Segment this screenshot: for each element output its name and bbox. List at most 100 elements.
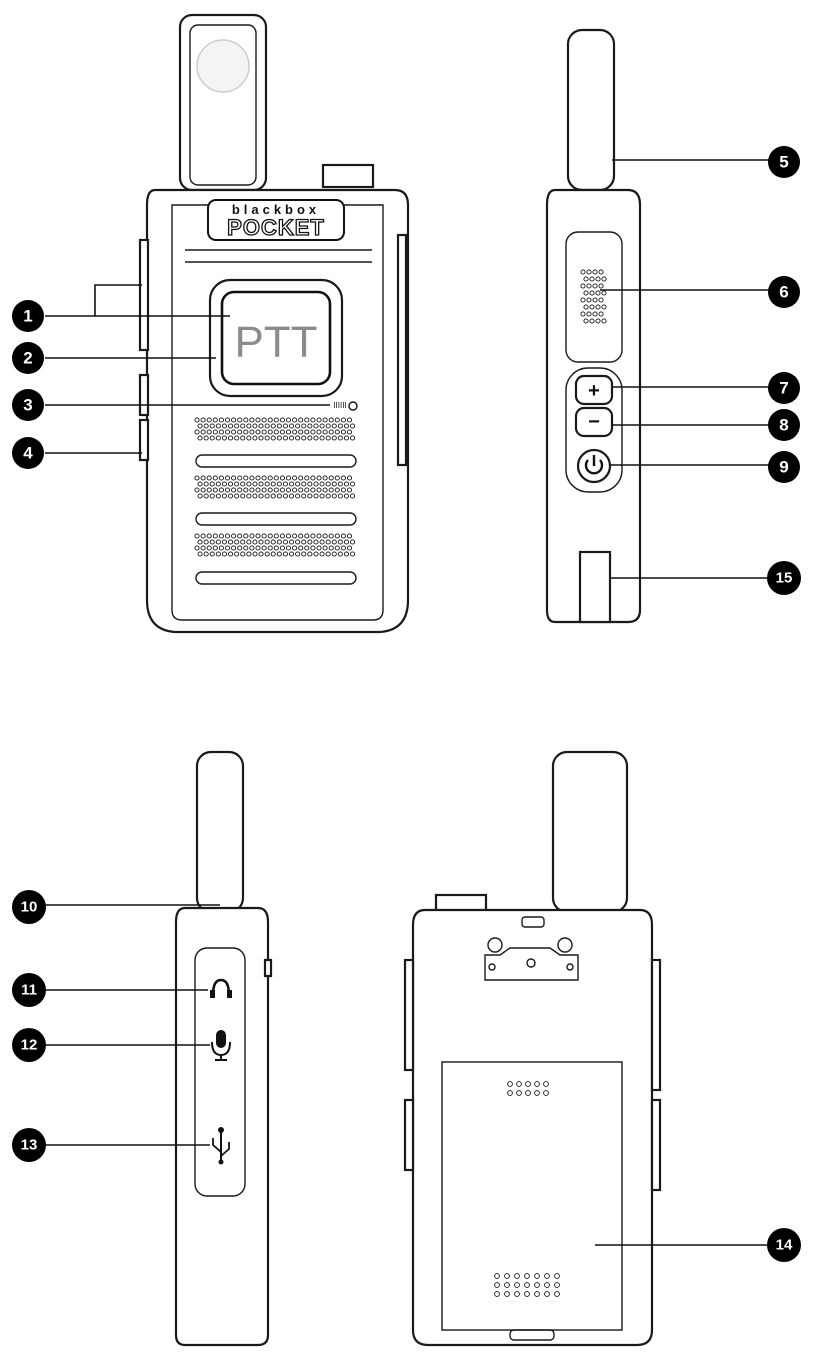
grille-hole <box>494 1282 500 1288</box>
grille-hole <box>340 429 346 435</box>
grille-hole <box>319 481 325 487</box>
grille-hole <box>221 539 227 545</box>
grille-hole <box>246 481 252 487</box>
grille-hole <box>524 1291 530 1297</box>
grille-hole <box>304 487 310 493</box>
volume-up-button[interactable] <box>574 374 614 406</box>
grille-hole <box>203 423 209 429</box>
grille-hole <box>273 475 279 481</box>
grille-hole <box>197 435 203 441</box>
grille-hole <box>586 269 592 275</box>
ptt-button[interactable] <box>220 290 332 386</box>
grille-hole <box>340 533 346 539</box>
grille-hole <box>197 481 203 487</box>
grille-hole <box>255 429 261 435</box>
grille-hole <box>270 493 276 499</box>
grille-hole <box>298 545 304 551</box>
grille-hole <box>349 481 356 487</box>
grille-hole <box>334 545 340 551</box>
grille-hole <box>325 481 331 487</box>
grille-hole <box>252 435 258 441</box>
grille-hole <box>504 1273 510 1279</box>
grille-hole <box>224 417 231 423</box>
grille-hole <box>304 475 310 481</box>
callout-9: 9 <box>768 451 800 483</box>
grille-hole <box>534 1081 540 1087</box>
grille-hole <box>194 487 200 493</box>
grille-hole <box>589 276 595 282</box>
grille-hole <box>494 1291 500 1297</box>
grille-hole <box>334 417 340 423</box>
grille-hole <box>218 533 224 539</box>
grille-hole <box>524 1282 530 1288</box>
back-body <box>411 908 654 1347</box>
grille-hole <box>534 1090 540 1096</box>
grille-hole <box>231 545 237 551</box>
svg-text:8: 8 <box>779 416 788 435</box>
grille-hole <box>295 493 301 499</box>
grille-hole <box>285 533 292 539</box>
grille-hole <box>343 435 350 441</box>
grille-hole <box>592 269 598 275</box>
grille-hole <box>504 1291 510 1297</box>
svg-text:9: 9 <box>779 458 788 477</box>
grille-hole <box>288 539 295 545</box>
grille-hole <box>310 487 316 493</box>
front-top-knob <box>321 163 375 189</box>
callout-1: 1 <box>12 300 44 332</box>
grille-hole <box>206 417 212 423</box>
grille-hole <box>215 539 221 545</box>
grille-hole <box>285 429 292 435</box>
grille-hole <box>255 417 261 423</box>
grille-hole <box>292 475 298 481</box>
grille-hole <box>349 539 356 545</box>
grille-hole <box>328 545 334 551</box>
grille-hole <box>325 423 331 429</box>
back-antenna <box>551 750 629 914</box>
grille-hole <box>249 475 255 481</box>
grille-hole <box>237 429 243 435</box>
grille-hole <box>310 417 316 423</box>
grille-hole <box>215 423 221 429</box>
brand-top: blackbox <box>232 202 320 217</box>
mic-panel <box>565 231 623 363</box>
speaker-grille <box>194 417 356 557</box>
grille-hole <box>203 493 209 499</box>
front-view: blackbox POCKET PTT IIIIII <box>138 13 410 634</box>
grille-hole <box>270 423 276 429</box>
grille-hole <box>249 487 255 493</box>
grille-hole <box>598 311 604 317</box>
callout-10: 10 <box>12 890 46 924</box>
grille-hole <box>295 423 301 429</box>
grille-hole <box>331 435 337 441</box>
grille-hole <box>334 429 340 435</box>
grille-hole <box>234 551 240 557</box>
grille-hole <box>279 545 285 551</box>
grille-hole <box>273 545 279 551</box>
grille-hole <box>197 551 203 557</box>
grille-hole <box>221 493 227 499</box>
grille-hole <box>237 533 243 539</box>
grille-hole <box>304 533 310 539</box>
grille-hole <box>261 533 267 539</box>
grille-hole <box>227 435 234 441</box>
grille-hole <box>301 551 307 557</box>
grille-hole <box>209 423 215 429</box>
grille-hole <box>243 545 249 551</box>
grille-hole <box>276 423 282 429</box>
grille-hole <box>267 429 273 435</box>
grille-hole <box>231 429 237 435</box>
grille-hole <box>319 423 325 429</box>
grille-hole <box>346 429 353 435</box>
grille-hole <box>200 533 206 539</box>
grille-hole <box>313 481 319 487</box>
grille-hole <box>514 1273 520 1279</box>
grille-hole <box>237 545 243 551</box>
volume-down-button[interactable] <box>574 406 614 438</box>
grille-hole <box>595 290 601 296</box>
grille-hole <box>282 493 289 499</box>
grille-slot-2 <box>195 512 357 526</box>
grille-hole <box>209 551 215 557</box>
grille-hole <box>258 423 264 429</box>
